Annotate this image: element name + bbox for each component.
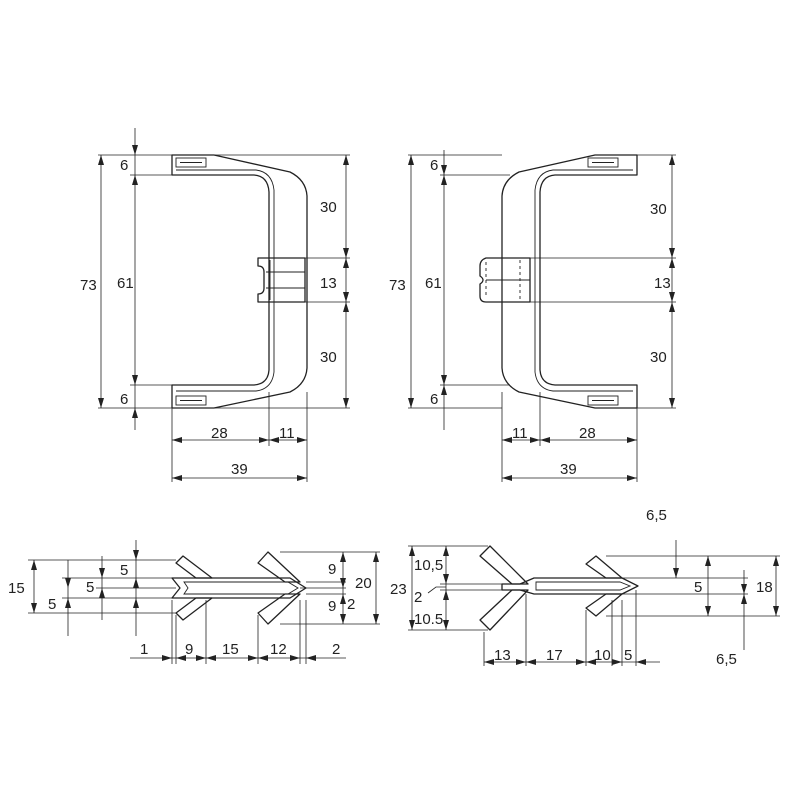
- dim-label: 5: [86, 579, 94, 596]
- slot-bottom-right: [587, 395, 619, 406]
- fin-left-upper: [479, 545, 529, 585]
- dim-label: 20: [355, 575, 372, 592]
- dim-label: 18: [756, 579, 773, 596]
- fin-right-lower: [585, 593, 623, 617]
- clip-block-right: [479, 257, 531, 303]
- dim-label: 5: [120, 562, 128, 579]
- fin-left-bottom: [175, 597, 213, 621]
- dim-label: 39: [560, 461, 577, 478]
- slot-bottom-left: [175, 395, 207, 406]
- dim-label: 10: [594, 647, 611, 664]
- bottom-left-view: 15 5 5 5 9 20 9 2 1 9 15 12 2: [8, 540, 380, 664]
- dim-label: 30: [320, 199, 337, 216]
- dim-label: 10.5: [414, 611, 443, 628]
- bracket-inner-line-right: [534, 169, 633, 392]
- dim-label: 11: [512, 425, 528, 442]
- fin-left-lower: [479, 589, 529, 631]
- fin-left-top: [175, 555, 213, 579]
- dim-label: 5: [624, 647, 632, 664]
- dim-label: 23: [390, 581, 407, 598]
- bracket-inner-line-left: [176, 169, 275, 392]
- dim-label: 9: [185, 641, 193, 658]
- dim-label: 10,5: [414, 557, 443, 574]
- profile-bar-left: [171, 577, 307, 599]
- bracket-outline-right: [501, 154, 638, 409]
- dim-label: 73: [80, 277, 97, 294]
- slot-top-left: [175, 157, 207, 168]
- dim-label: 2: [347, 596, 355, 613]
- fin-right-top: [257, 551, 301, 583]
- dim-label: 9: [328, 598, 336, 615]
- dim-label: 6: [120, 391, 128, 408]
- dim-label: 6,5: [716, 651, 737, 668]
- profile-bar-right: [501, 577, 639, 595]
- dim-label: 5: [48, 596, 56, 613]
- fin-right-bottom: [257, 593, 301, 625]
- dim-label: 2: [332, 641, 340, 658]
- dim-label: 2: [414, 589, 422, 606]
- dim-label: 11: [279, 425, 295, 442]
- dim-label: 13: [654, 275, 671, 292]
- dim-label: 6: [430, 157, 438, 174]
- dim-label: 15: [8, 580, 25, 597]
- clip-block-left: [257, 257, 306, 303]
- dim-label: 73: [389, 277, 406, 294]
- dim-label: 61: [117, 275, 134, 292]
- dim-label: 6: [430, 391, 438, 408]
- dim-label: 1: [140, 641, 148, 658]
- dim-label: 5: [694, 579, 702, 596]
- dim-label: 28: [579, 425, 596, 442]
- dim-label: 30: [320, 349, 337, 366]
- dim-label: 30: [650, 349, 667, 366]
- fin-right-upper: [585, 555, 623, 579]
- dim-label: 13: [494, 647, 511, 664]
- bottom-right-view: 10,5 23 2 10.5 6,5 5 18 6,5 13 17 10 5: [390, 507, 780, 668]
- dim-label: 28: [211, 425, 228, 442]
- bracket-outline-left: [171, 154, 308, 409]
- dim-label: 17: [546, 647, 563, 664]
- dim-label: 39: [231, 461, 248, 478]
- dim-label: 13: [320, 275, 337, 292]
- top-left-view: 6 61 73 6 30 13 30 28 11 39: [80, 128, 350, 482]
- dim-label: 30: [650, 201, 667, 218]
- dim-label: 15: [222, 641, 239, 658]
- slot-top-right: [587, 157, 619, 168]
- dim-label: 61: [425, 275, 442, 292]
- dim-label: 6,5: [646, 507, 667, 524]
- top-right-view: 6 61 73 6 30 13 30 11 28 39: [389, 150, 676, 482]
- dim-label: 6: [120, 157, 128, 174]
- dim-label: 9: [328, 561, 336, 578]
- dim-label: 12: [270, 641, 287, 658]
